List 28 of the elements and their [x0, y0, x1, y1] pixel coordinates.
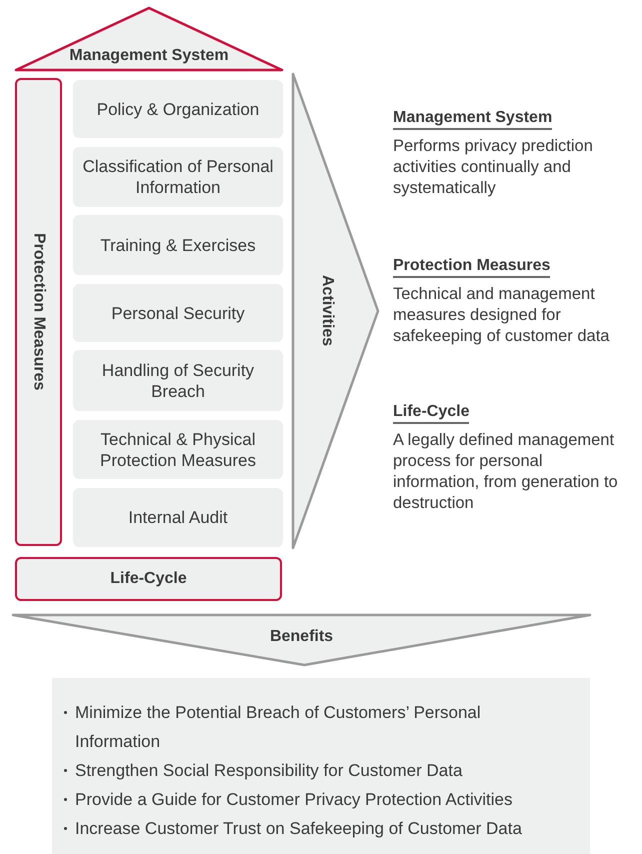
section-title: Activities	[318, 275, 337, 347]
category-label: Technical & Physical Protection Measures	[99, 428, 257, 470]
triangle-banner	[11, 613, 592, 667]
category-label: Policy & Organization	[96, 98, 260, 120]
section-title: Benefits	[270, 627, 334, 647]
category-label: Personal Security	[111, 302, 245, 324]
benefit-text: Provide a Guide for Customer Privacy Protection Activities	[75, 789, 512, 811]
section-title: Protection Measures	[30, 233, 48, 391]
foundation-box	[15, 557, 282, 601]
description-text: Performs privacy prediction activities continually and systematically	[393, 136, 594, 199]
description-text: Technical and management measures designed for safekeeping of customer data	[393, 284, 610, 347]
roof-triangle	[14, 6, 284, 72]
category-label: Internal Audit	[128, 507, 228, 528]
description-heading: Life-Cycle	[393, 402, 470, 424]
section-title: Life-Cycle	[110, 569, 187, 589]
pillar-box	[15, 78, 62, 546]
benefit-text: Increase Customer Trust on Safekeeping of Customer Data	[75, 818, 522, 840]
description-heading: Protection Measures	[393, 256, 550, 278]
category-label: Classification of Personal Information	[82, 156, 274, 198]
category-label: Training & Exercises	[100, 234, 256, 256]
benefits-panel	[52, 678, 590, 854]
benefit-text: Minimize the Potential Breach of Customers’ Personal Information	[75, 702, 482, 753]
chevron-arrow	[291, 72, 381, 550]
section-title: Management System	[69, 46, 229, 66]
description-heading: Management System	[393, 108, 552, 130]
benefit-text: Strengthen Social Responsibility for Customer Data	[75, 760, 462, 782]
category-label: Handling of Security Breach	[100, 360, 256, 402]
description-text: A legally defined management process for personal information, from generation to destruction	[393, 430, 618, 514]
